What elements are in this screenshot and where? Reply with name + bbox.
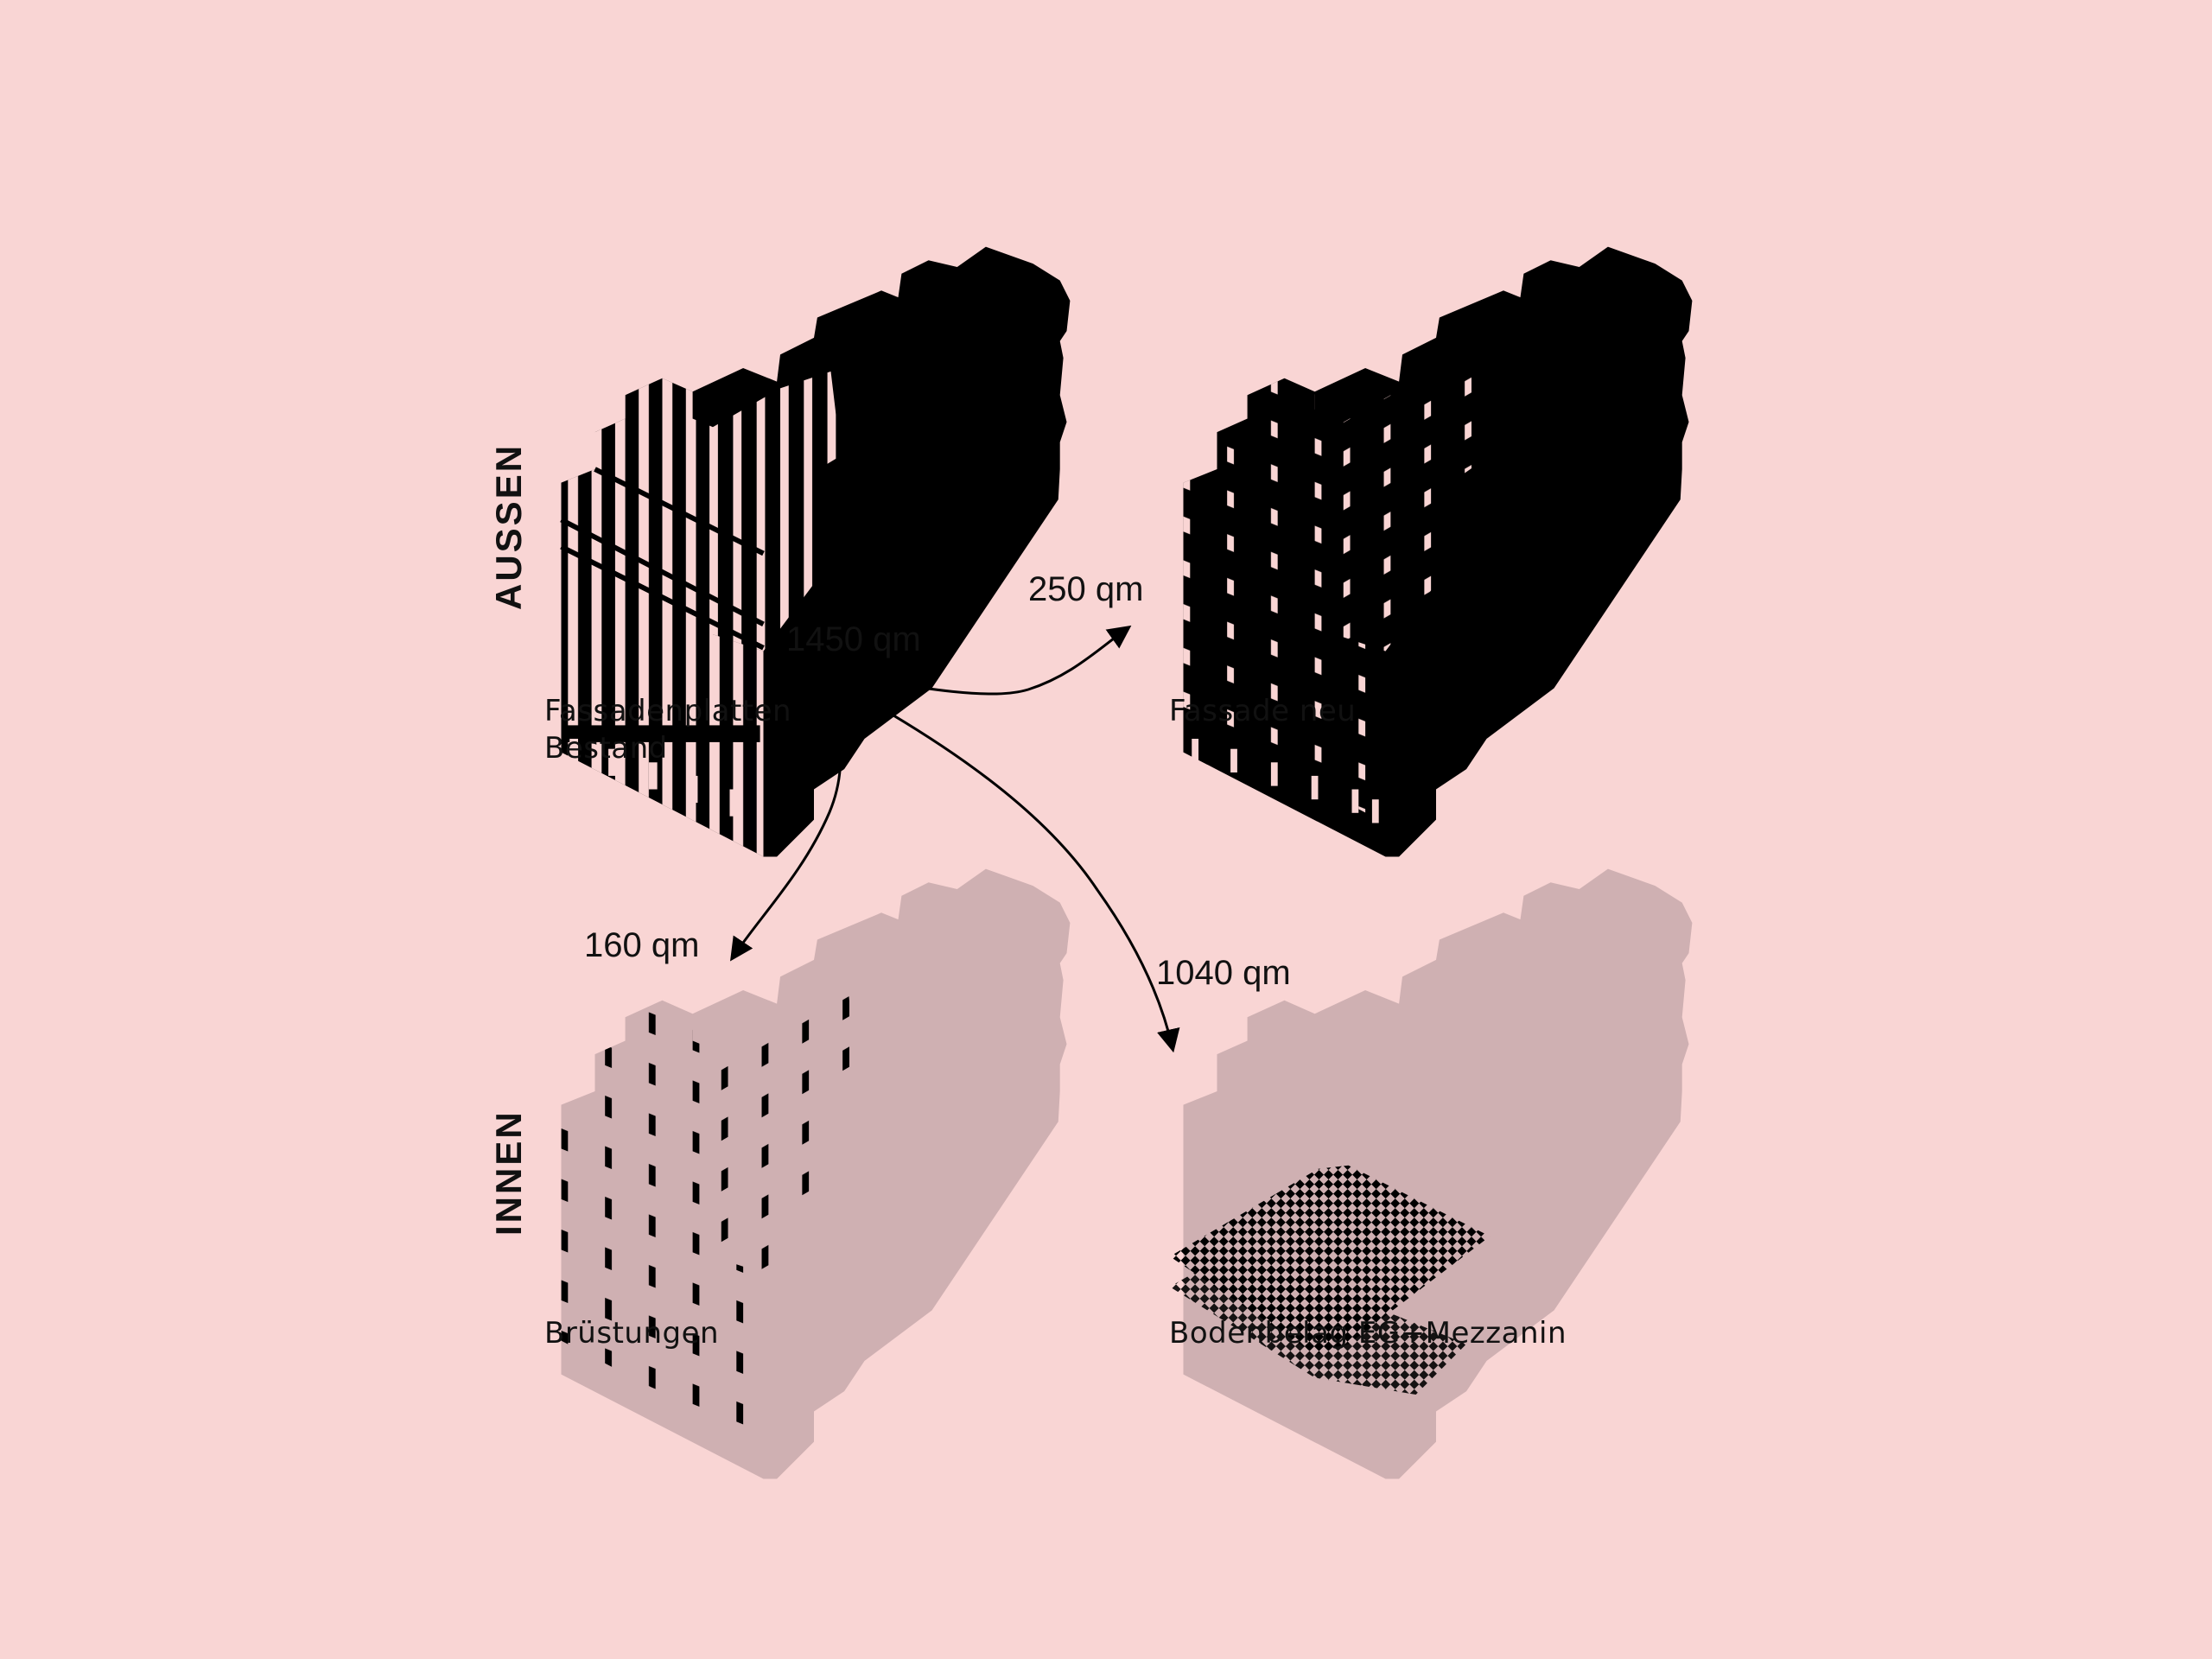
arrow-to-bruestungen: [730, 669, 842, 962]
area-label-bodenbelag: 1040 qm: [1156, 954, 1291, 992]
flow-arrows: [730, 625, 1180, 1053]
building-bodenbelag: [1169, 868, 1693, 1479]
caption-bodenbelag: Bodenbelag EG+Mezzanin: [1169, 1316, 1567, 1351]
side-label-aussen: AUSSEN: [488, 442, 529, 610]
building-fassadenplatten: [560, 246, 1071, 857]
caption-fassade-neu: Fassade neu: [1169, 694, 1357, 728]
area-label-fassade-neu: 250 qm: [1028, 570, 1144, 608]
area-label-fassadenplatten: 1450 qm: [786, 620, 921, 658]
caption-bruestungen: Brüstungen: [544, 1316, 720, 1351]
arrow-to-fassade-neu: [811, 625, 1132, 696]
building-fassade-neu: [1183, 246, 1693, 857]
area-label-bruestungen: 160 qm: [584, 926, 700, 964]
building-bruestungen: [561, 868, 1071, 1479]
arrow-to-bodenbelag: [811, 668, 1180, 1053]
caption-fassadenplatten: Fassadenplatten Bestand: [544, 694, 792, 766]
side-label-innen: INNEN: [488, 1109, 529, 1236]
